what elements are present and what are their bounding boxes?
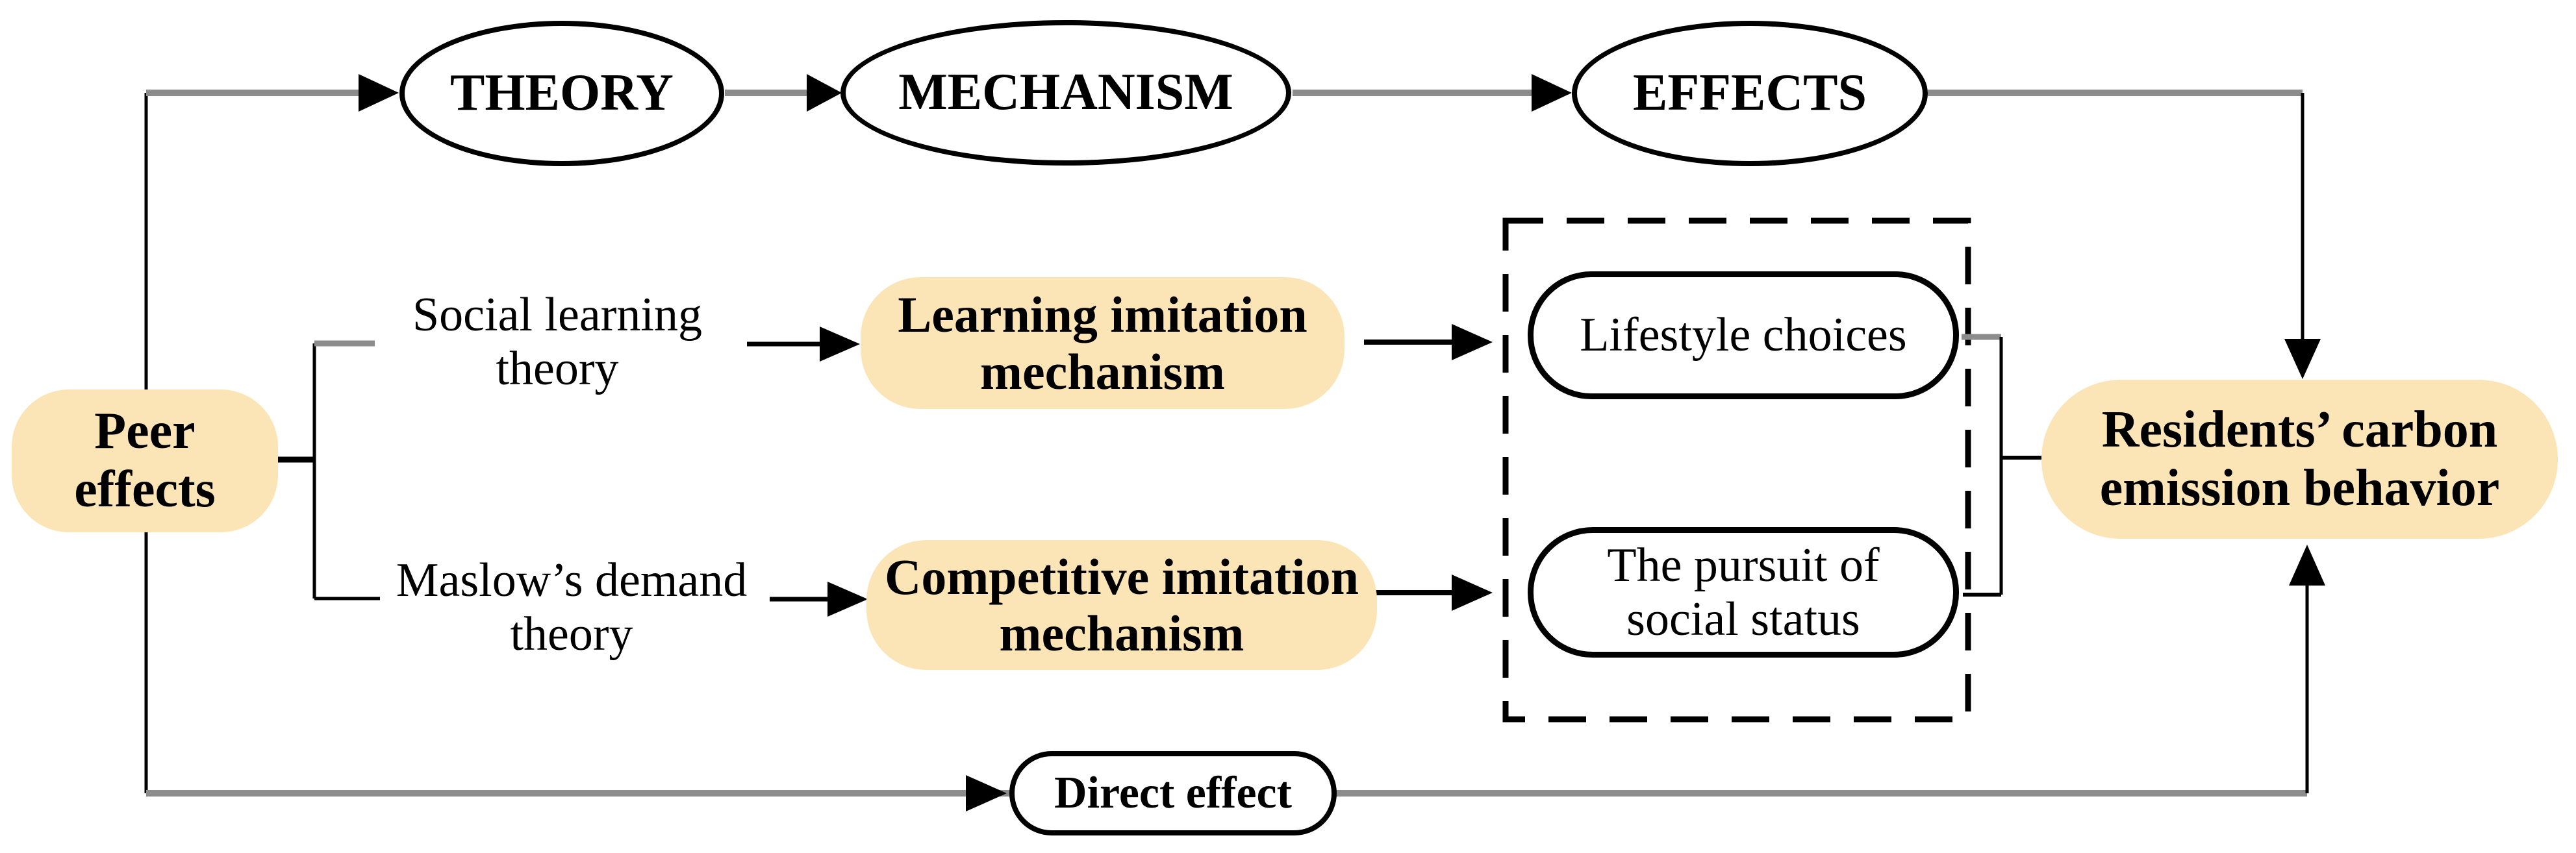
lifestyle-choices-stadium: Lifestyle choices	[1528, 271, 1959, 399]
lifestyle-choices-label: Lifestyle choices	[1580, 308, 1907, 362]
direct-effect-stadium: Direct effect	[1009, 751, 1337, 835]
theory-ellipse: THEORY	[399, 21, 724, 166]
theory-ellipse-label: THEORY	[450, 64, 674, 122]
mechanism-to-effects-arrow	[1293, 74, 1572, 112]
theory-to-mechanism-arrow	[725, 74, 842, 112]
arrowhead-into-direct-effect	[966, 775, 1007, 811]
arrowhead-into-outcome-top	[2284, 339, 2321, 379]
maslow-demand-theory-label: Maslow’s demand theory	[396, 554, 748, 661]
mechanism-ellipse-label: MECHANISM	[898, 64, 1233, 121]
residents-carbon-outcome-box: Residents’ carbon emission behavior	[2041, 380, 2558, 539]
effects-bracket-connector	[1962, 334, 2041, 597]
peer-effects-label: Peer effects	[74, 402, 216, 518]
arrowhead-into-outcome-bottom	[2289, 545, 2325, 586]
social-learning-theory-text: Social learning theory	[382, 288, 733, 395]
mechanism-ellipse: MECHANISM	[840, 20, 1291, 166]
effects-dashed-box	[1502, 217, 1971, 723]
social-learning-theory-label: Social learning theory	[412, 288, 702, 395]
social-learning-to-learning-arrow	[747, 327, 860, 362]
maslow-to-competitive-arrow	[770, 582, 868, 617]
effects-ellipse: EFFECTS	[1572, 21, 1928, 166]
peer-branch-connector	[275, 340, 380, 600]
competitive-imitation-box: Competitive imitation mechanism	[866, 540, 1377, 670]
arrowhead-into-theory	[359, 74, 399, 112]
peer-effects-box: Peer effects	[12, 389, 278, 532]
effects-ellipse-label: EFFECTS	[1632, 64, 1867, 122]
maslow-demand-theory-text: Maslow’s demand theory	[370, 554, 773, 661]
pursuit-social-status-label: The pursuit of social status	[1607, 538, 1880, 646]
pursuit-social-status-stadium: The pursuit of social status	[1528, 527, 1959, 658]
learning-imitation-box: Learning imitation mechanism	[861, 277, 1345, 409]
learning-to-lifestyle-arrow	[1364, 324, 1493, 360]
competitive-to-pursuit-arrow	[1372, 575, 1493, 611]
residents-carbon-outcome-label: Residents’ carbon emission behavior	[2099, 401, 2500, 517]
direct-effect-label: Direct effect	[1054, 767, 1292, 818]
outer-right-top-connector	[1928, 90, 2321, 379]
competitive-imitation-label: Competitive imitation mechanism	[884, 548, 1359, 661]
learning-imitation-label: Learning imitation mechanism	[898, 286, 1307, 400]
